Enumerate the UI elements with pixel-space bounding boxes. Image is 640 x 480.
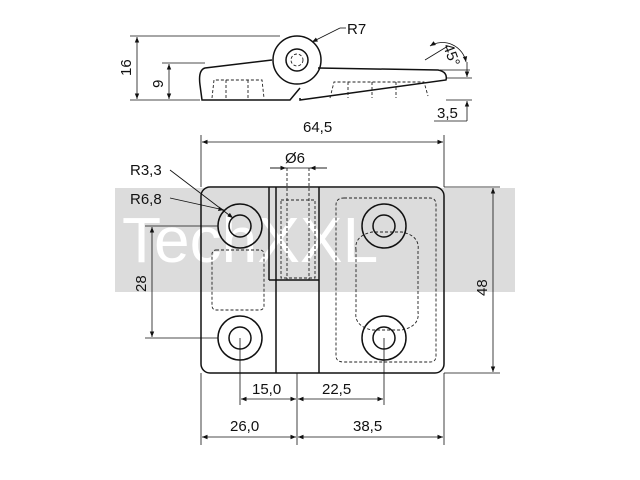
side-view: R7 16 9 45° 3,5 <box>118 21 472 122</box>
label-35: 3,5 <box>437 105 458 122</box>
r7-leader <box>311 27 341 43</box>
angle-arc <box>429 41 468 63</box>
label-150: 15,0 <box>252 381 281 398</box>
watermark-text: TechXXL <box>122 204 378 276</box>
label-9: 9 <box>150 80 167 88</box>
side-hidden-pocket-right <box>329 81 429 99</box>
hole-top-right-inner <box>372 214 396 238</box>
left-hidden-pocket <box>211 249 265 311</box>
label-48: 48 <box>474 279 491 296</box>
side-left-leaf <box>198 59 301 101</box>
label-45: 45° <box>439 42 463 69</box>
side-hidden-pocket-left <box>211 79 265 99</box>
label-r7: R7 <box>347 21 366 38</box>
side-right-leaf <box>299 67 448 101</box>
hole-top-left-inner <box>228 214 252 238</box>
label-d6: Ø6 <box>285 150 305 167</box>
watermark: TechXXL <box>115 188 515 292</box>
side-knuckle <box>272 35 322 85</box>
label-260: 26,0 <box>230 418 259 435</box>
top-view: 64,5 Ø6 R3,3 R6,8 28 48 15,0 22,5 <box>130 119 500 445</box>
r68-leader <box>169 197 225 211</box>
label-28: 28 <box>133 275 150 292</box>
hole-top-right-outer <box>361 203 407 249</box>
label-225: 22,5 <box>322 381 351 398</box>
side-pin-hole <box>285 48 309 72</box>
right-hidden-pocket <box>335 197 437 363</box>
label-16: 16 <box>118 59 135 76</box>
plate-outline <box>200 186 445 374</box>
label-r33: R3,3 <box>130 162 162 179</box>
label-r68: R6,8 <box>130 191 162 208</box>
pin-hidden-box <box>280 199 316 279</box>
label-385: 38,5 <box>353 418 382 435</box>
side-pin-hidden <box>290 53 304 67</box>
label-645: 64,5 <box>303 119 332 136</box>
right-hidden-pocket-inner <box>355 231 419 331</box>
watermark-band <box>115 188 515 292</box>
